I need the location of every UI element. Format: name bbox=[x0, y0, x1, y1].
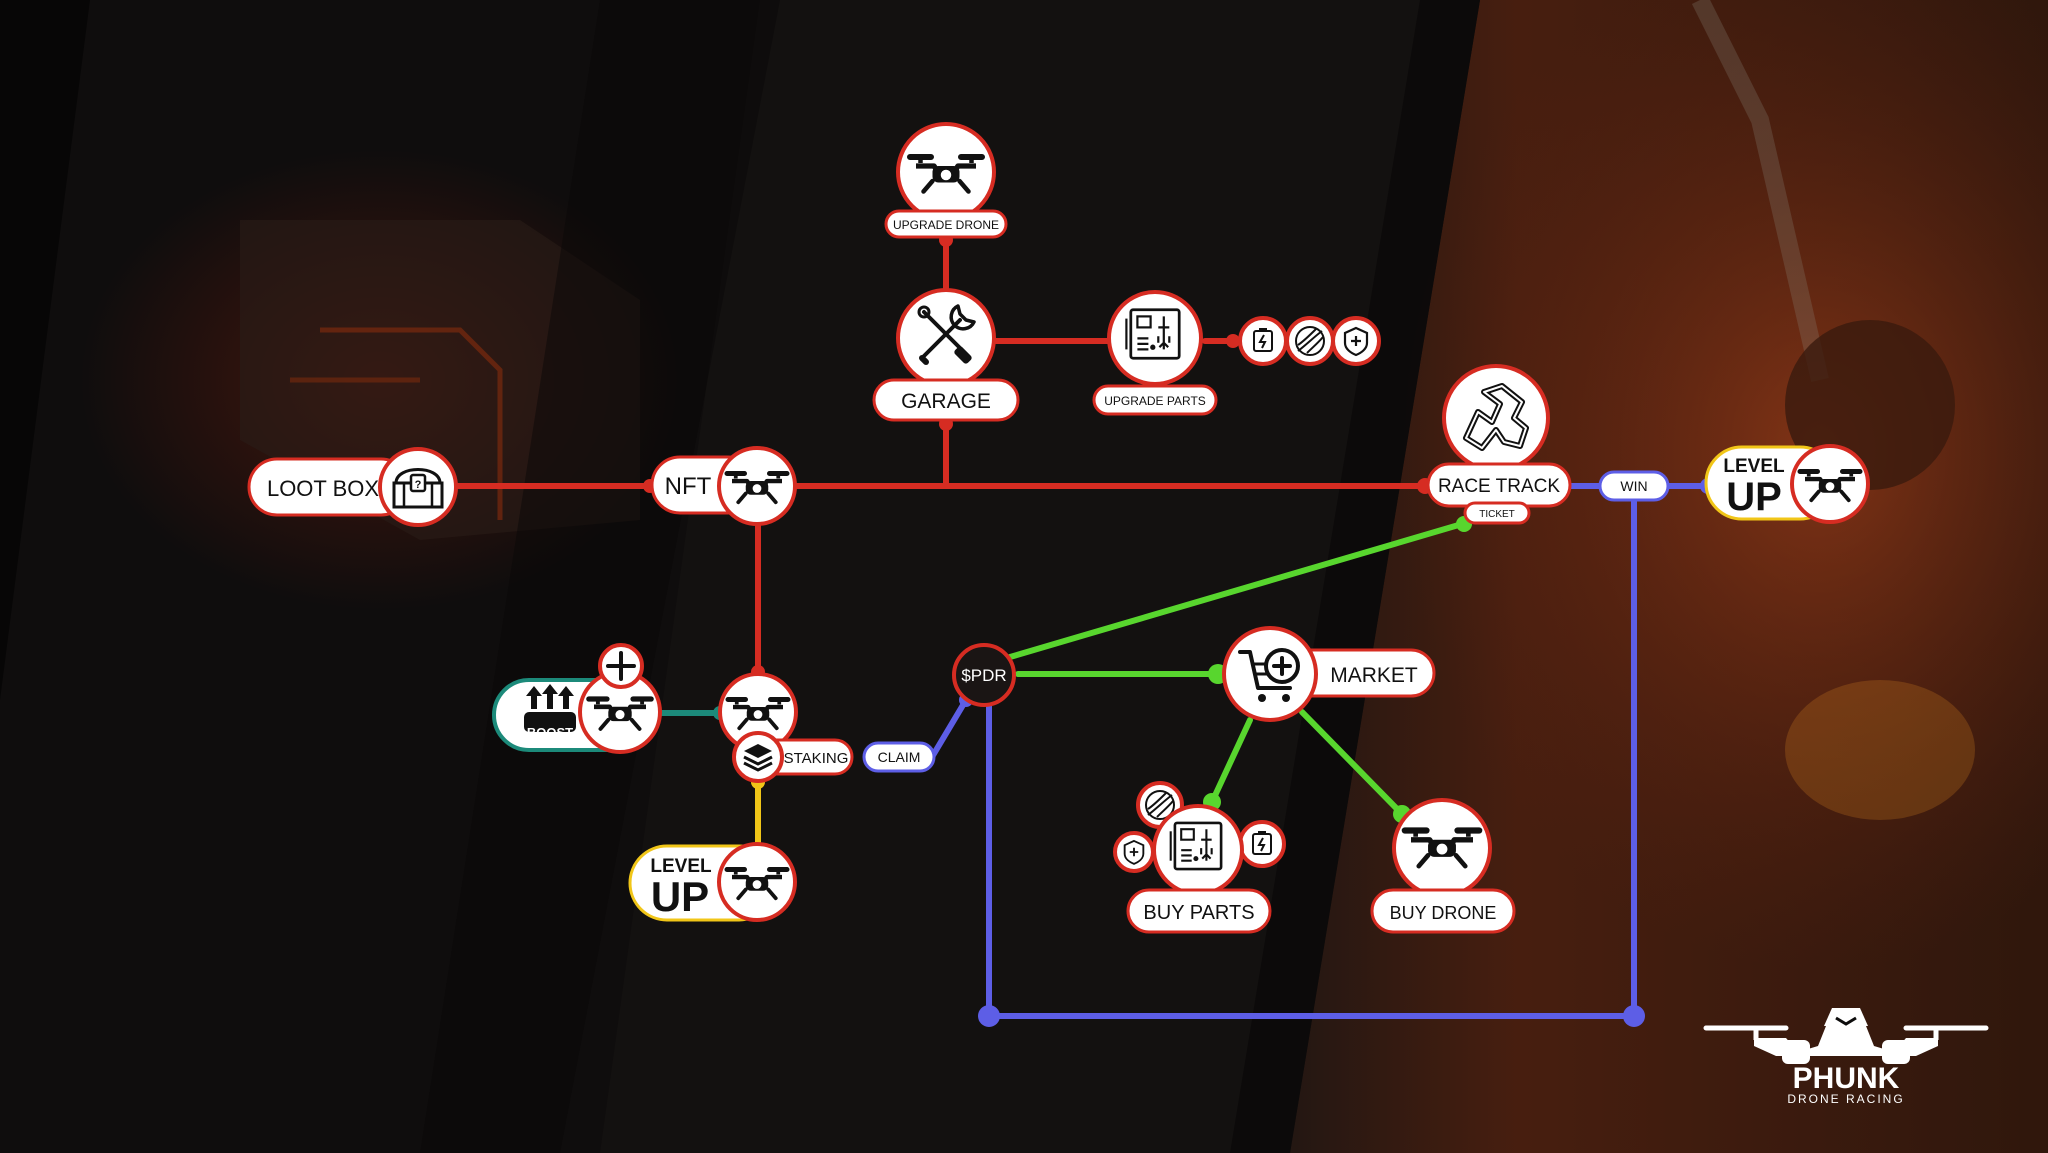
brand-logo: PHUNK DRONE RACING bbox=[1706, 1008, 1986, 1106]
buy-drone-label: BUY DRONE bbox=[1390, 903, 1497, 923]
win-label: WIN bbox=[1620, 478, 1647, 494]
staking-label: STAKING bbox=[784, 750, 849, 767]
boost-label: BOOST bbox=[527, 725, 573, 740]
loot-box-label: LOOT BOX bbox=[267, 476, 379, 501]
spdr-node: $PDR bbox=[954, 645, 1014, 705]
spdr-label: $PDR bbox=[961, 666, 1006, 685]
buy-drone-node: BUY DRONE bbox=[1372, 800, 1514, 932]
level-up-bottom-line2: UP bbox=[651, 873, 709, 920]
nft-label: NFT bbox=[665, 473, 712, 500]
garage-node: GARAGE bbox=[874, 290, 1018, 420]
win-node: WIN bbox=[1600, 472, 1668, 500]
upgrade-drone-label: UPGRADE DRONE bbox=[893, 218, 999, 232]
buy-parts-node: BUY PARTS bbox=[1115, 783, 1284, 932]
claim-label: CLAIM bbox=[878, 749, 921, 765]
upgrade-drone-node: UPGRADE DRONE bbox=[886, 124, 1006, 237]
level-up-bottom-node: LEVEL UP bbox=[630, 844, 795, 920]
staking-node: STAKING bbox=[720, 674, 852, 781]
upgrade-parts-node: UPGRADE PARTS bbox=[1094, 292, 1379, 414]
level-up-top-line1: LEVEL bbox=[1723, 456, 1785, 477]
race-track-node: RACE TRACK TICKET bbox=[1428, 366, 1570, 523]
market-label: MARKET bbox=[1330, 664, 1418, 687]
nft-node: NFT bbox=[652, 448, 795, 524]
market-node: MARKET bbox=[1224, 628, 1434, 720]
level-up-top-line2: UP bbox=[1726, 475, 1782, 519]
claim-node: CLAIM bbox=[864, 743, 934, 771]
upgrade-parts-label: UPGRADE PARTS bbox=[1104, 394, 1206, 408]
drone-logo-icon bbox=[1706, 1008, 1986, 1064]
buy-parts-label: BUY PARTS bbox=[1143, 902, 1254, 924]
level-up-top-node: LEVEL UP bbox=[1706, 446, 1868, 522]
ticket-label: TICKET bbox=[1479, 509, 1515, 520]
brand-name: PHUNK bbox=[1793, 1062, 1900, 1095]
boost-node: BOOST bbox=[494, 645, 660, 752]
brand-tagline: DRONE RACING bbox=[1787, 1092, 1904, 1106]
loot-box-node: LOOT BOX ? bbox=[249, 449, 456, 525]
svg-text:?: ? bbox=[415, 479, 422, 491]
race-track-label: RACE TRACK bbox=[1438, 476, 1560, 497]
garage-label: GARAGE bbox=[901, 390, 991, 413]
